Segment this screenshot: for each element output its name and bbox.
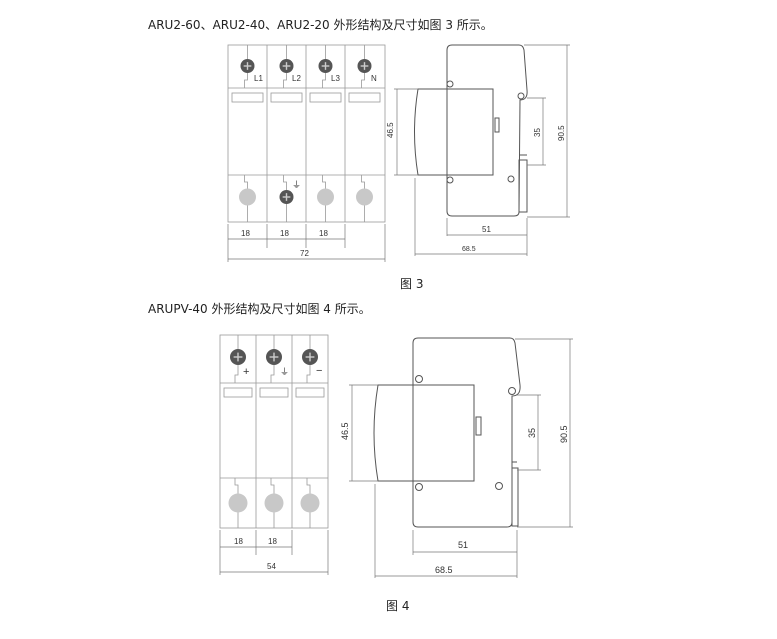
bottom-terminal-icon (239, 188, 256, 206)
label-window (348, 92, 381, 103)
terminal-label-ground: ⏚ (280, 367, 289, 377)
terminal-label-n: N (371, 74, 377, 83)
dim-height-total: 90.5 (557, 125, 566, 141)
dim-module-1: 18 (241, 229, 250, 238)
bottom-terminal-icon (228, 493, 248, 513)
figure4-front-view: + ⏚ − 18 18 54 (219, 334, 329, 575)
label-window (309, 92, 342, 103)
dim-height-cap: 46.5 (386, 122, 395, 138)
ground-symbol-icon: ⏚ (292, 180, 301, 190)
figure3-side-view: 46.5 35 90.5 51 68.5 (386, 44, 570, 256)
label-window (223, 387, 253, 398)
figure4-caption: 图 4 (386, 599, 410, 613)
label-window (270, 92, 303, 103)
dim-module-1: 18 (234, 537, 243, 546)
dim-height-total: 90.5 (559, 425, 569, 443)
label-window (259, 387, 289, 398)
dim-total-width: 72 (300, 249, 309, 258)
dim-depth-body: 51 (458, 540, 468, 550)
dim-depth-total: 68.5 (462, 246, 476, 253)
label-window (231, 92, 264, 103)
dim-depth-total: 68.5 (435, 565, 453, 575)
dim-rail: 35 (533, 128, 542, 137)
bottom-terminal-icon (356, 188, 373, 206)
figure4-intro-text: ARUPV-40 外形结构及尺寸如图 4 所示。 (148, 302, 371, 316)
dim-module-2: 18 (268, 537, 277, 546)
figure3-front-view: L1 L2 L3 N ⏚ 18 18 18 72 (227, 44, 386, 262)
bottom-terminal-icon (264, 493, 284, 513)
dim-height-cap: 46.5 (340, 422, 350, 440)
dim-module-3: 18 (319, 229, 328, 238)
bottom-terminal-icon (317, 188, 334, 206)
terminal-label-l1: L1 (254, 74, 263, 83)
dim-depth-body: 51 (482, 225, 491, 234)
dim-total-width: 54 (267, 562, 276, 571)
dim-module-2: 18 (280, 229, 289, 238)
dim-rail: 35 (527, 428, 537, 438)
terminal-label-l2: L2 (292, 74, 301, 83)
figure4-side-view: 46.5 35 90.5 51 68.5 (340, 337, 573, 578)
bottom-terminal-icon (300, 493, 320, 513)
terminal-label-minus: − (316, 365, 322, 377)
terminal-label-plus: + (243, 366, 249, 378)
label-window (295, 387, 325, 398)
figure3-intro-text: ARU2-60、ARU2-40、ARU2-20 外形结构及尺寸如图 3 所示。 (148, 18, 493, 32)
terminal-label-l3: L3 (331, 74, 340, 83)
figure3-caption: 图 3 (400, 277, 424, 291)
